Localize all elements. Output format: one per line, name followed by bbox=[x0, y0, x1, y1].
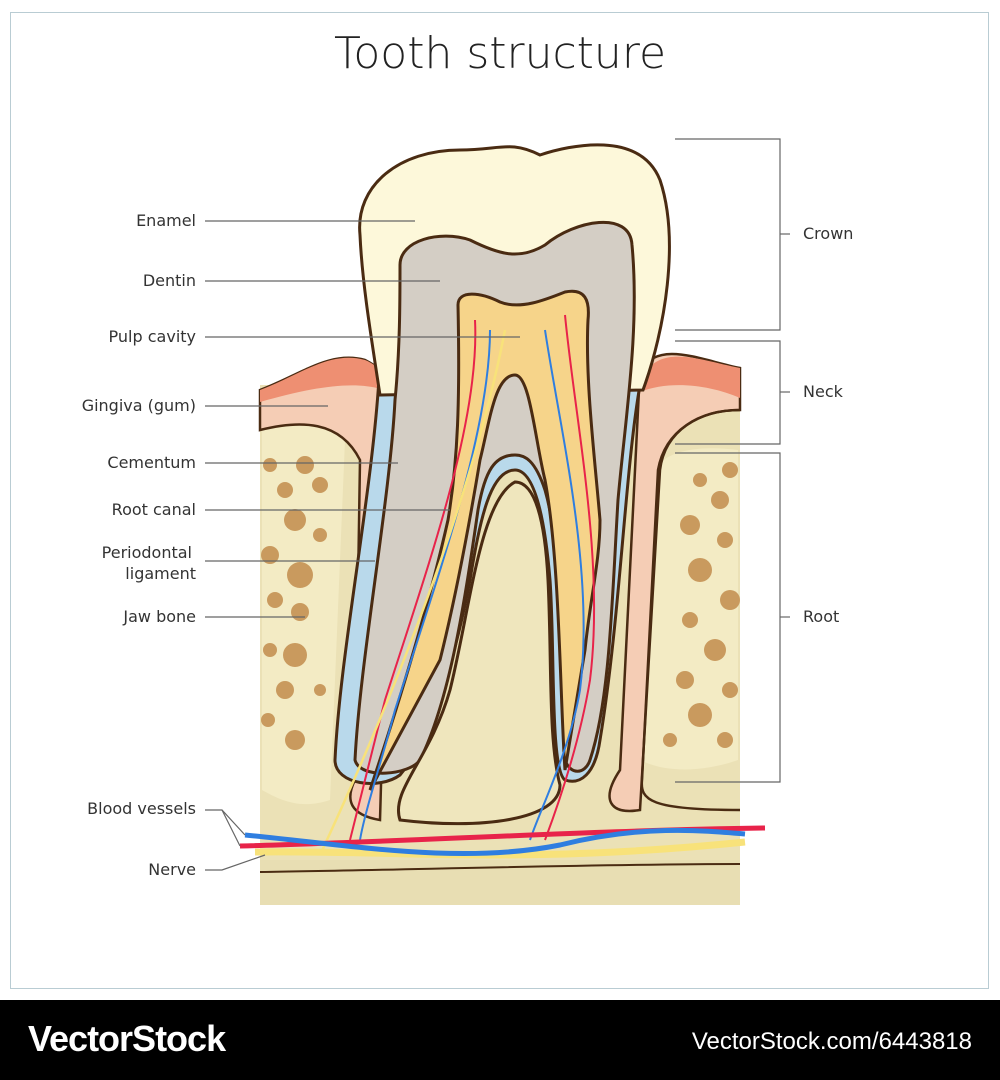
image-url: VectorStock.com/6443818 bbox=[691, 1028, 972, 1055]
label-gingiva: Gingiva (gum) bbox=[81, 396, 196, 415]
label-pulp-cavity: Pulp cavity bbox=[108, 327, 196, 346]
gingiva-right-top bbox=[640, 356, 740, 398]
interradicular-bone bbox=[397, 480, 562, 826]
label-periodontal: Periodontal bbox=[101, 543, 192, 562]
diagram-frame bbox=[10, 12, 989, 989]
bone-inner-right bbox=[640, 448, 738, 770]
watermark-footer: VectorStock VectorStock.com/6443818 bbox=[0, 1000, 1000, 1080]
label-nerve: Nerve bbox=[148, 860, 196, 879]
label-root: Root bbox=[803, 607, 840, 626]
vein-main bbox=[244, 827, 746, 857]
label-root-canal: Root canal bbox=[111, 500, 196, 519]
label-cementum: Cementum bbox=[107, 453, 196, 472]
tooth-illustration bbox=[205, 138, 790, 905]
vectorstock-logo: VectorStock bbox=[28, 1018, 226, 1059]
diagram-title: Tooth structure bbox=[333, 28, 667, 79]
label-ligament: ligament bbox=[125, 564, 196, 583]
pulp-artery bbox=[349, 319, 477, 841]
pulp-vein-right bbox=[529, 329, 585, 841]
pulp-nerve bbox=[318, 329, 507, 856]
label-dentin: Dentin bbox=[142, 271, 196, 290]
pulp-vein bbox=[359, 329, 491, 841]
gingiva-left-top bbox=[260, 357, 390, 402]
label-blood-vessels: Blood vessels bbox=[87, 799, 196, 818]
pulp-artery-right bbox=[544, 314, 596, 841]
leader-lines bbox=[205, 138, 790, 871]
label-crown: Crown bbox=[803, 224, 854, 243]
label-jaw-bone: Jaw bone bbox=[123, 607, 196, 626]
label-enamel: Enamel bbox=[136, 211, 196, 230]
label-neck: Neck bbox=[803, 382, 843, 401]
